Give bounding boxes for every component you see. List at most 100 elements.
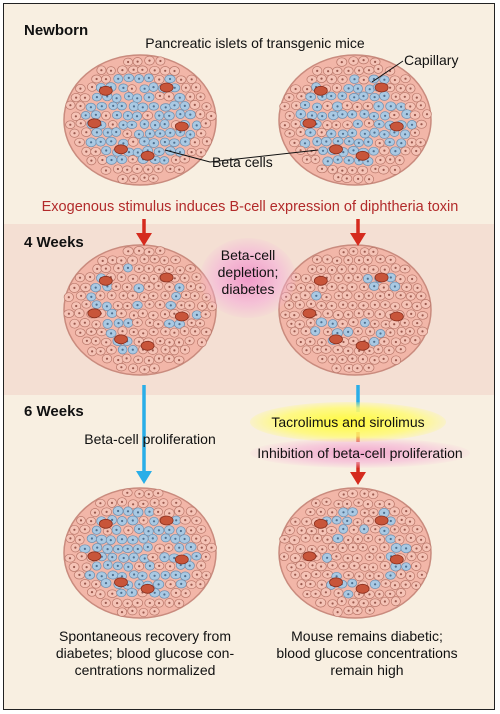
cell-nucleus [404, 149, 407, 152]
cell-nucleus [372, 250, 375, 253]
cell-nucleus [326, 330, 329, 333]
cell-nucleus [131, 158, 134, 161]
cell-nucleus [306, 593, 309, 596]
cell-nucleus [321, 149, 325, 152]
cell-nucleus [309, 321, 312, 324]
cell-nucleus [127, 321, 130, 325]
cell-nucleus [368, 593, 371, 596]
cell-nucleus [304, 277, 308, 280]
islet-6wk-left [63, 487, 217, 619]
cell-nucleus [117, 77, 120, 80]
cell-nucleus [326, 160, 329, 163]
cell-nucleus [389, 158, 392, 161]
cell-nucleus [388, 503, 391, 506]
cell-nucleus [310, 78, 313, 81]
cell-nucleus [362, 95, 365, 98]
cell-nucleus [388, 293, 391, 296]
cell-nucleus [331, 564, 334, 567]
cell-nucleus [204, 539, 207, 542]
cell-nucleus [137, 133, 141, 136]
cell-nucleus [179, 563, 182, 567]
cell-nucleus [363, 321, 366, 324]
cell-nucleus [90, 141, 93, 144]
cell-nucleus [421, 330, 424, 333]
cell-nucleus [373, 359, 376, 362]
cell-nucleus [158, 268, 161, 271]
cell-nucleus [341, 78, 344, 81]
cell-nucleus [316, 105, 319, 109]
cell-nucleus [121, 519, 124, 523]
cell-nucleus [122, 294, 125, 297]
cell-nucleus [94, 113, 97, 116]
cell-nucleus [367, 519, 370, 523]
cell-nucleus [310, 114, 314, 117]
cell-nucleus [138, 492, 141, 495]
cell-nucleus [356, 87, 359, 90]
cell-nucleus [152, 277, 156, 280]
cell-nucleus [351, 510, 354, 513]
cell-nucleus [173, 141, 176, 144]
diabetic-line3: remain high [330, 662, 404, 678]
cell-nucleus [316, 537, 319, 540]
cell-nucleus [193, 141, 196, 144]
cell-nucleus [351, 113, 354, 116]
cell-nucleus [90, 520, 93, 523]
cell-nucleus [357, 593, 361, 596]
cell-nucleus [425, 113, 429, 116]
cell-nucleus [138, 77, 141, 80]
cell-nucleus [409, 87, 412, 90]
cell-nucleus [157, 492, 160, 495]
cell-nucleus [304, 103, 307, 107]
cell-nucleus [346, 104, 349, 107]
cell-nucleus [205, 140, 208, 143]
cell-nucleus [341, 132, 345, 135]
cell-nucleus [403, 321, 406, 324]
cell-nucleus [143, 277, 146, 280]
cell-nucleus [415, 96, 418, 99]
cell-nucleus [205, 330, 208, 333]
cell-nucleus [283, 105, 286, 108]
cell-nucleus [351, 492, 354, 495]
cell-nucleus [363, 132, 366, 135]
cell-nucleus [179, 529, 182, 533]
cell-nucleus [164, 69, 167, 72]
cell-nucleus [420, 573, 423, 576]
cell-nucleus [320, 77, 323, 80]
cell-nucleus [324, 591, 327, 594]
cell-nucleus [126, 304, 129, 308]
cell-nucleus [389, 592, 392, 595]
cell-nucleus [372, 511, 375, 514]
cell-nucleus [137, 340, 141, 343]
cell-nucleus [363, 112, 366, 116]
cell-nucleus [310, 302, 313, 305]
cell-nucleus [382, 286, 385, 289]
cell-nucleus [410, 312, 413, 315]
cell-nucleus [415, 565, 418, 568]
cell-nucleus [105, 357, 109, 360]
cell-nucleus [126, 510, 130, 513]
cell-nucleus [377, 348, 380, 351]
islets-title: Pancreatic islets of transgenic mice [145, 35, 365, 51]
cell-nucleus [190, 583, 193, 586]
cell-nucleus [178, 286, 181, 289]
cell-nucleus [309, 582, 312, 586]
cell-nucleus [120, 158, 123, 161]
cell-nucleus [153, 367, 156, 370]
cell-nucleus [369, 330, 372, 333]
cell-nucleus [336, 69, 339, 72]
cell-nucleus [383, 511, 386, 514]
cell-nucleus [78, 312, 81, 315]
cell-nucleus [85, 150, 88, 153]
cell-nucleus [331, 358, 334, 361]
cell-nucleus [78, 573, 81, 577]
cell-nucleus [115, 528, 118, 532]
cell-nucleus [309, 95, 312, 98]
cell-nucleus [348, 367, 351, 370]
cell-nucleus [83, 528, 86, 531]
cell-nucleus [321, 115, 324, 118]
cell-nucleus [341, 546, 344, 550]
cell-nucleus [341, 169, 344, 172]
cell-nucleus [299, 564, 302, 567]
cell-nucleus [389, 331, 392, 334]
cell-nucleus [403, 95, 406, 98]
